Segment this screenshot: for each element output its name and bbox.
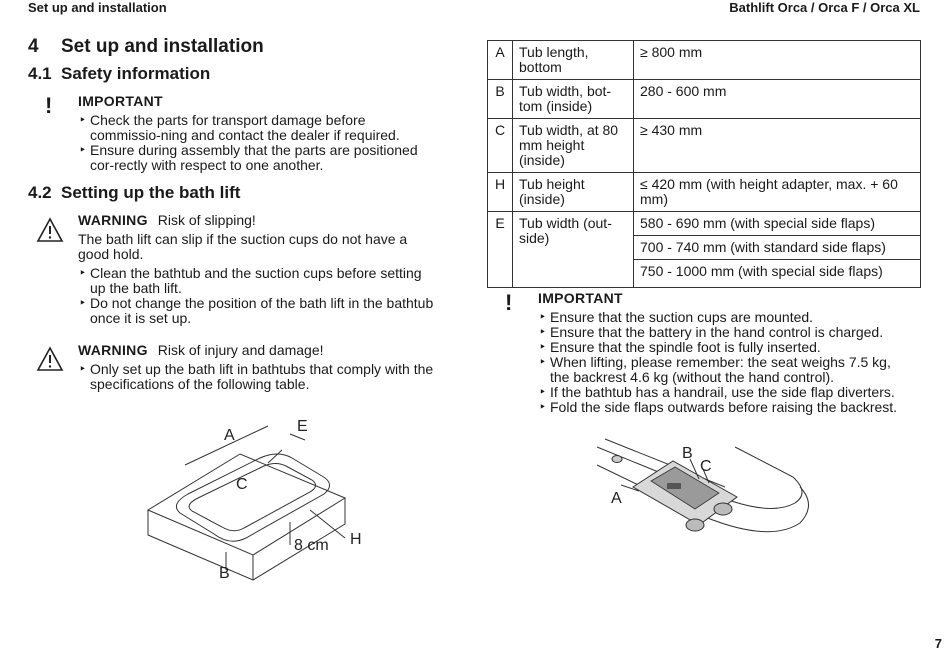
- drain-plug: [611, 455, 623, 463]
- table-cell-description: Tub length, bottom: [512, 40, 634, 80]
- figure-label-a: A: [611, 490, 622, 507]
- chapter-title: Set up and installation: [61, 36, 264, 57]
- list-item: If the bathtub has a handrail, use the s…: [538, 385, 913, 401]
- bullet-list: Clean the bathtub and the suction cups b…: [78, 266, 440, 326]
- pointer-line-c: [702, 468, 710, 484]
- table-cell-key: A: [487, 40, 513, 80]
- chapter-heading: 4 Set up and installation: [28, 36, 264, 58]
- warning-triangle-icon: [36, 346, 64, 371]
- table-cell-key: C: [487, 118, 513, 173]
- chapter-number: 4: [28, 36, 39, 57]
- table-cell-value: 280 - 600 mm: [633, 79, 921, 119]
- warning-triangle-icon: [36, 217, 64, 242]
- page-number: 7: [934, 636, 942, 651]
- list-item: Check the parts for transport damage bef…: [78, 113, 440, 143]
- table-cell-key: H: [487, 172, 513, 212]
- dimension-line-e: [289, 433, 306, 441]
- warning-text: The bath lift can slip if the suction cu…: [78, 231, 408, 262]
- list-item: Ensure that the battery in the hand cont…: [538, 325, 913, 341]
- table-cell-description: Tub height (inside): [512, 172, 634, 212]
- tub-specifications-table: A Tub length, bottom ≥ 800 mm B Tub widt…: [487, 40, 921, 288]
- important-note-safety: IMPORTANT Check the parts for transport …: [78, 94, 440, 173]
- table-cell-key: E: [487, 211, 513, 288]
- bullet-list: Check the parts for transport damage bef…: [78, 113, 440, 173]
- table-row: C Tub width, at 80 mm height (inside) ≥ …: [487, 118, 921, 173]
- suction-cup: [713, 502, 733, 516]
- list-item: Ensure during assembly that the parts ar…: [78, 143, 440, 173]
- table-cell-key: B: [487, 79, 513, 119]
- list-item: Ensure that the suction cups are mounted…: [538, 310, 913, 326]
- table-cell-value: ≥ 800 mm: [633, 40, 921, 80]
- warning-injury: WARNING Risk of injury and damage! Only s…: [78, 343, 440, 392]
- tub-outer-rim: [596, 446, 803, 509]
- lift-seat-top: [650, 466, 720, 510]
- table-value-line: 750 - 1000 mm (with special side flaps): [634, 259, 920, 283]
- suction-cup: [685, 518, 705, 532]
- figure-label-c: C: [236, 476, 248, 493]
- dimension-line-a: [184, 425, 269, 466]
- figure-label-b: B: [682, 445, 693, 462]
- list-item: Only set up the bath lift in bathtubs th…: [78, 362, 440, 392]
- figure-label-b: B: [219, 565, 230, 582]
- important-label: IMPORTANT: [538, 290, 623, 306]
- list-item: Do not change the position of the bath l…: [78, 296, 440, 326]
- list-item: Ensure that the spindle foot is fully in…: [538, 340, 913, 356]
- bathlift-placement-figure: A B C: [596, 438, 809, 533]
- table-cell-description: Tub width (out-side): [512, 211, 634, 288]
- dimension-line-h: [309, 509, 346, 539]
- list-item: Clean the bathtub and the suction cups b…: [78, 266, 440, 296]
- tub-outer-edge: [596, 464, 809, 533]
- section-number: 4.1: [28, 64, 52, 83]
- section-number: 4.2: [28, 183, 52, 202]
- table-cell-value-group: 580 - 690 mm (with special side flaps) 7…: [633, 211, 921, 288]
- important-note-setup: IMPORTANT Ensure that the suction cups a…: [538, 290, 913, 416]
- bathtub-dimension-figure: A E C B 8 cm H: [146, 418, 362, 582]
- bullet-list: Only set up the bath lift in bathtubs th…: [78, 362, 440, 392]
- warning-subtitle: Risk of slipping!: [157, 212, 256, 228]
- list-item: Fold the side flaps outwards before rais…: [538, 400, 913, 416]
- important-exclamation-icon: !: [45, 93, 53, 118]
- table-value-line: 700 - 740 mm (with standard side flaps): [634, 235, 920, 259]
- warning-label: WARNING: [78, 212, 148, 228]
- tub-front-face: [147, 510, 254, 581]
- table-row: E Tub width (out-side) 580 - 690 mm (wit…: [487, 211, 921, 288]
- tub-side-face: [252, 498, 346, 581]
- dimension-line-c: [267, 449, 283, 464]
- figure-label-e: E: [297, 418, 308, 435]
- section-title: Setting up the bath lift: [61, 183, 241, 202]
- tub-basin-bottom: [188, 463, 316, 532]
- important-label: IMPORTANT: [78, 93, 163, 109]
- important-exclamation-icon: !: [505, 290, 513, 315]
- table-cell-value: ≥ 430 mm: [633, 118, 921, 173]
- tub-basin-rim: [175, 453, 330, 542]
- table-cell-description: Tub width, at 80 mm height (inside): [512, 118, 634, 173]
- pointer-line-b: [689, 458, 700, 480]
- table-row: B Tub width, bot-tom (inside) 280 - 600 …: [487, 79, 921, 119]
- table-cell-description: Tub width, bot-tom (inside): [512, 79, 634, 119]
- table-row: A Tub length, bottom ≥ 800 mm: [487, 40, 921, 80]
- warning-subtitle: Risk of injury and damage!: [157, 342, 324, 358]
- table-value-line: 580 - 690 mm (with special side flaps): [640, 215, 875, 231]
- figure-label-c: C: [700, 458, 712, 475]
- section-heading-4-1: 4.1 Safety information: [28, 64, 210, 84]
- table-cell-value: ≤ 420 mm (with height adapter, max. + 60…: [633, 172, 921, 212]
- pointer-line-a: [620, 484, 640, 492]
- bullet-list: Ensure that the suction cups are mounted…: [538, 310, 913, 416]
- section-title: Safety information: [61, 64, 211, 83]
- warning-label: WARNING: [78, 342, 148, 358]
- table-row: H Tub height (inside) ≤ 420 mm (with hei…: [487, 172, 921, 212]
- running-head-left: Set up and installation: [28, 0, 167, 15]
- figure-label-a: A: [224, 427, 235, 444]
- lift-control-slot: [667, 483, 681, 489]
- figure-label-height: 8 cm: [294, 537, 329, 554]
- list-item: When lifting, please remember: the seat …: [538, 355, 913, 385]
- section-heading-4-2: 4.2 Setting up the bath lift: [28, 183, 240, 203]
- running-head-right: Bathlift Orca / Orca F / Orca XL: [729, 0, 920, 15]
- warning-slipping: WARNING Risk of slipping! The bath lift c…: [78, 213, 440, 326]
- figure-label-h: H: [350, 531, 362, 548]
